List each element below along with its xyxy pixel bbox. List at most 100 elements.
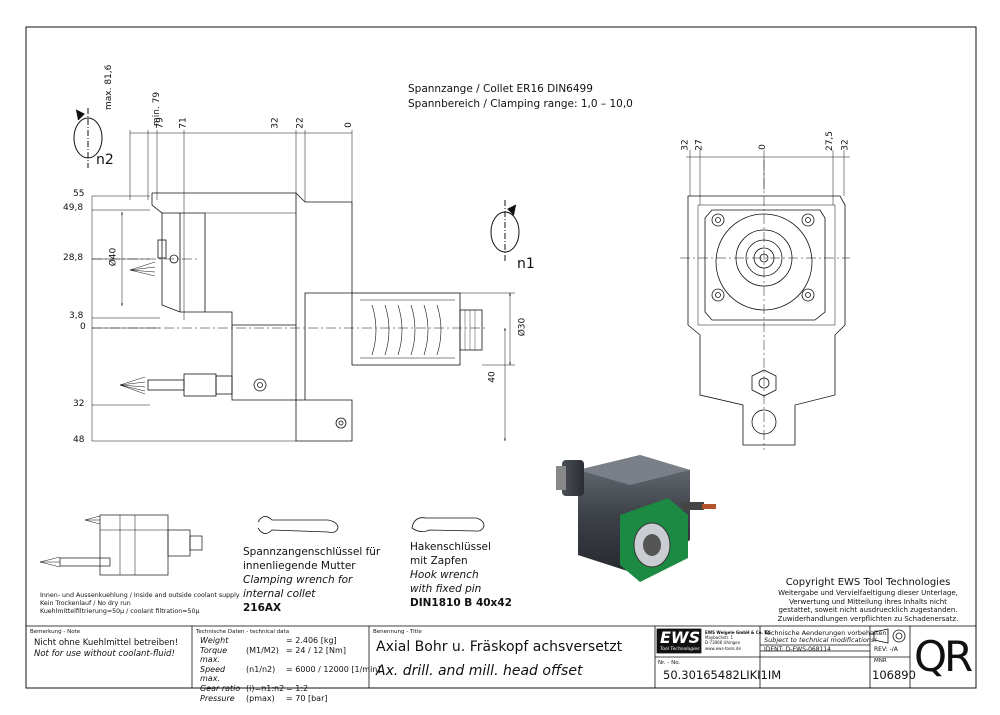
tech-value: = 2.406 [kg] <box>286 636 337 645</box>
dim-label: 0 <box>80 322 86 332</box>
dim-label: 0 <box>757 144 768 150</box>
copyright-line: Weitergabe und Vervielfaeltigung dieser … <box>778 589 958 597</box>
dim-diameter-40: Ø40 <box>108 247 119 267</box>
collet-wrench-text: Spannzangenschlüssel für innenliegende M… <box>243 545 380 615</box>
wrench1-de1: Spannzangenschlüssel für <box>243 546 381 558</box>
dim-label: 49,8 <box>63 203 84 213</box>
coolant-note-line: Kuehlmittelfiltrierung=50μ / coolant fil… <box>40 608 200 615</box>
dim-label: 32 <box>680 139 691 151</box>
wrench2-code: DIN1810 B 40x42 <box>410 597 512 609</box>
dim-label: 79 <box>155 117 166 129</box>
no-header: Nr. - No. <box>658 660 681 666</box>
tech-row: Pressure (pmax) = 70 [bar] <box>200 694 381 704</box>
tech-row: Weight = 2.406 [kg] <box>200 636 381 646</box>
tech-label: Torque max. <box>200 645 228 665</box>
wrench2-en2: with fixed pin <box>410 583 482 595</box>
tech-data-table: Weight = 2.406 [kg] Torque max. (M1/M2) … <box>200 636 381 703</box>
rotation-label-n2: n2 <box>96 152 114 168</box>
rotation-symbol-n1 <box>490 200 520 262</box>
front-view-dimensions <box>686 150 850 205</box>
tech-row: Speed max. (n1/n2) = 6000 / 12000 [1/min… <box>200 665 381 684</box>
company-info: EWS Weigele GmbH & Co. KG Maybachstr. 1 … <box>705 630 771 651</box>
dim-label: max. 81,6 <box>104 64 114 110</box>
wrench1-de2: innenliegende Mutter <box>243 560 356 572</box>
dim-label: 32 <box>840 139 851 151</box>
dim-label: 22 <box>295 117 306 129</box>
tech-sym: (M1/M2) <box>246 645 279 655</box>
collet-spec: Spannzange / Collet ER16 DIN6499 Spannbe… <box>408 82 633 112</box>
dim-label: 55 <box>73 189 85 199</box>
hook-wrench-sketch <box>411 517 485 532</box>
tech-sym: (n1/n2) <box>246 664 276 674</box>
dim-label: 0 <box>343 122 354 128</box>
collet-spec-line2: Spannbereich / Clamping range: 1,0 – 10,… <box>408 98 633 110</box>
tech-value: = 1:2 <box>286 683 309 693</box>
hook-wrench-text: Hakenschlüssel mit Zapfen Hook wrench wi… <box>410 540 512 610</box>
dim-label: 28,8 <box>63 253 84 263</box>
copyright-title: Copyright EWS Tool Technologies <box>785 577 951 588</box>
tech-label: Speed max. <box>200 664 226 684</box>
tech-sym: (pmax) <box>246 693 275 703</box>
company-street: Maybachstr. 1 <box>705 635 734 641</box>
change-notice-de: Technische Aenderungen vorbehalten! <box>764 629 890 637</box>
dim-label: 32 <box>73 399 85 409</box>
tech-header: Technische Daten - technical data <box>196 629 290 635</box>
dim-diameter-30: Ø30 <box>517 317 528 337</box>
rotation-label-n1: n1 <box>517 256 535 272</box>
ews-logo-sub: Tool Technologies <box>660 647 700 652</box>
collet-wrench-sketch <box>257 516 339 534</box>
wrench2-de1: Hakenschlüssel <box>410 541 491 553</box>
wrench1-en2: internal collet <box>243 588 316 600</box>
title-block-grid <box>25 625 977 689</box>
mnr-number: 106890 <box>872 668 916 682</box>
copyright-line: Zuwiderhandlungen verpflichten zu Schade… <box>777 614 959 623</box>
note-en: Not for use without coolant-fluid! <box>34 649 175 659</box>
mnr-header: MNR <box>874 658 887 664</box>
tech-row: Torque max. (M1/M2) = 24 / 12 [Nm] <box>200 646 381 665</box>
rotation-symbol-n2 <box>73 108 103 168</box>
ident-number: IDENT: D-EWS-068114 <box>764 646 831 653</box>
tech-sym: (i)=n1:n2 <box>246 683 285 693</box>
part-number: 50.30165482LIKI1IM <box>663 668 782 682</box>
dim-label: 48 <box>73 435 85 445</box>
revision: REV: -/A <box>874 646 898 653</box>
tech-value: = 70 [bar] <box>286 693 328 703</box>
copyright-line: Verwertung und Mitteilung ihres Inhalts … <box>789 597 947 606</box>
dim-label: 3,8 <box>69 311 84 321</box>
product-3d-render <box>556 455 716 582</box>
coolant-notes: Innen- und Aussenkuehlung / Inside and o… <box>40 592 240 616</box>
change-notice-en: Subject to technical modifications! <box>764 636 877 644</box>
dim-label: 71 <box>178 117 189 129</box>
copyright-line: gestattet, soweit nicht ausdruecklich zu… <box>778 606 958 615</box>
wrench2-de2: mit Zapfen <box>410 555 468 567</box>
wrench1-code: 216AX <box>243 602 282 614</box>
title-en: Ax. drill. and mill. head offset <box>376 663 583 679</box>
collet-spec-line1: Spannzange / Collet ER16 DIN6499 <box>408 83 593 95</box>
note-de: Nicht ohne Kuehlmittel betreiben! <box>34 638 179 648</box>
dim-vertical-40: 40 <box>487 371 498 383</box>
tech-row: Gear ratio (i)=n1:n2 = 1:2 <box>200 684 381 694</box>
tech-label: Pressure <box>200 693 235 703</box>
copyright-block: Copyright EWS Tool Technologies Weiterga… <box>768 577 968 623</box>
side-view-dimensions <box>91 130 515 442</box>
projection-symbol-icon <box>873 628 906 644</box>
name-header: Benennung - Title <box>373 629 422 635</box>
side-view <box>92 192 485 442</box>
wrench2-en1: Hook wrench <box>410 569 479 581</box>
coolant-note-line: Kein Trockenlauf / No dry run <box>40 600 131 607</box>
tech-value: = 6000 / 12000 [1/min] <box>286 664 381 674</box>
dim-label: 27,5 <box>825 130 836 152</box>
qr-mark: QR <box>914 632 973 681</box>
company-city: D-73066 Uhingen <box>705 640 741 646</box>
coolant-schematic <box>39 514 203 576</box>
tech-label: Weight <box>200 636 229 645</box>
company-name: EWS Weigele GmbH & Co. KG <box>705 630 771 635</box>
title-de: Axial Bohr u. Fräskopf achsversetzt <box>376 639 623 655</box>
ews-logo: EWS <box>660 628 701 647</box>
dim-label: 27 <box>694 139 705 151</box>
company-web: www.ews-tools.de <box>705 645 741 651</box>
tech-label: Gear ratio <box>200 683 241 693</box>
wrench1-en1: Clamping wrench for <box>243 574 353 586</box>
note-header: Bemerkung - Note <box>30 629 81 635</box>
